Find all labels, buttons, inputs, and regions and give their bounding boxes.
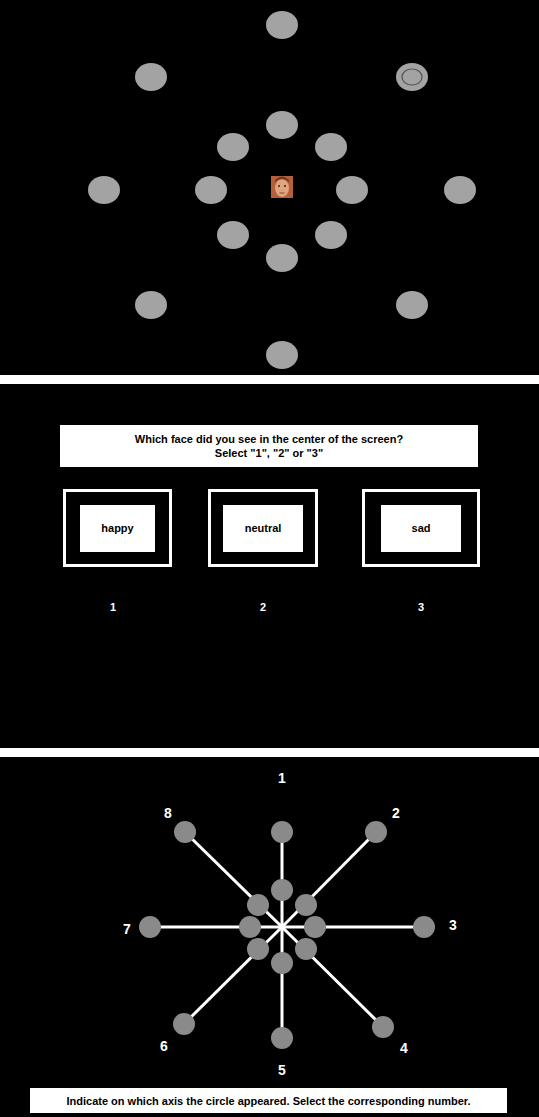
gray-circle	[315, 133, 347, 161]
circle-array	[88, 11, 476, 369]
answer-option: sad	[362, 489, 480, 567]
display-panel	[0, 0, 539, 375]
face-hair	[275, 177, 289, 183]
instruction-bar: Indicate on which axis the circle appear…	[30, 1088, 507, 1113]
target-ring	[402, 69, 422, 85]
gray-circle	[139, 916, 161, 938]
option-number: 1	[110, 601, 116, 614]
axis-number: 3	[449, 917, 457, 933]
answer-text: neutral	[245, 521, 282, 535]
gray-circle	[173, 1013, 195, 1035]
answer-label-box: sad	[381, 505, 461, 552]
display-panel	[0, 757, 539, 1117]
gray-circle	[336, 176, 368, 204]
face-picture	[271, 176, 293, 198]
axis-line	[281, 927, 284, 1038]
answer-option: neutral	[208, 489, 318, 567]
face-skin	[275, 179, 289, 197]
gray-circle	[295, 938, 317, 960]
gray-circle	[271, 1027, 293, 1049]
gray-circle	[315, 221, 347, 249]
question-text: Select "1", "2" or "3"	[215, 446, 323, 460]
gray-circle	[135, 63, 167, 91]
axis-line	[150, 926, 282, 929]
target-circle	[396, 63, 428, 91]
axis-number: 2	[392, 805, 400, 821]
gray-circle	[247, 894, 269, 916]
gray-circle	[295, 894, 317, 916]
face-background	[271, 176, 293, 198]
axis-line	[282, 926, 424, 929]
gray-circle	[266, 11, 298, 39]
gray-circle	[247, 938, 269, 960]
axis-line	[185, 832, 282, 927]
gray-circle	[135, 291, 167, 319]
gray-circle	[266, 244, 298, 272]
axis-number: 4	[400, 1040, 408, 1056]
axis-number: 1	[278, 770, 286, 786]
gray-circle	[239, 916, 261, 938]
gray-circle	[304, 916, 326, 938]
axis-line	[282, 927, 383, 1027]
gray-circle	[396, 291, 428, 319]
gray-circle	[195, 176, 227, 204]
axis-line	[184, 927, 282, 1024]
face-eye	[284, 185, 286, 187]
axis-number: 5	[278, 1062, 286, 1078]
answer-text: happy	[101, 521, 133, 535]
question-text: Which face did you see in the center of …	[135, 432, 403, 446]
gray-circle	[413, 916, 435, 938]
answer-label-box: neutral	[223, 505, 303, 552]
gray-circle	[174, 821, 196, 843]
question-box: Which face did you see in the center of …	[60, 425, 478, 467]
gray-circle	[271, 879, 293, 901]
axis-lines	[150, 832, 424, 1038]
option-number: 2	[260, 601, 266, 614]
gray-circle	[266, 111, 298, 139]
gray-circle	[271, 821, 293, 843]
axis-number: 6	[160, 1038, 168, 1054]
option-number: 3	[418, 601, 424, 614]
gray-circle	[365, 821, 387, 843]
gray-circle	[266, 341, 298, 369]
face-mouth	[280, 193, 285, 194]
gray-circle	[372, 1016, 394, 1038]
face-eye	[278, 185, 280, 187]
axis-line	[282, 832, 376, 927]
axis-circles	[139, 821, 435, 1049]
gray-circle	[271, 952, 293, 974]
answer-text: sad	[412, 521, 431, 535]
answer-option: happy	[63, 489, 172, 567]
gray-circle	[88, 176, 120, 204]
axis-number: 8	[164, 805, 172, 821]
gray-circle	[217, 221, 249, 249]
instruction-text: Indicate on which axis the circle appear…	[66, 1094, 470, 1108]
display-panel	[0, 384, 539, 748]
gray-circle	[444, 176, 476, 204]
gray-circle	[217, 133, 249, 161]
answer-label-box: happy	[80, 505, 155, 552]
axis-number: 7	[123, 921, 131, 937]
